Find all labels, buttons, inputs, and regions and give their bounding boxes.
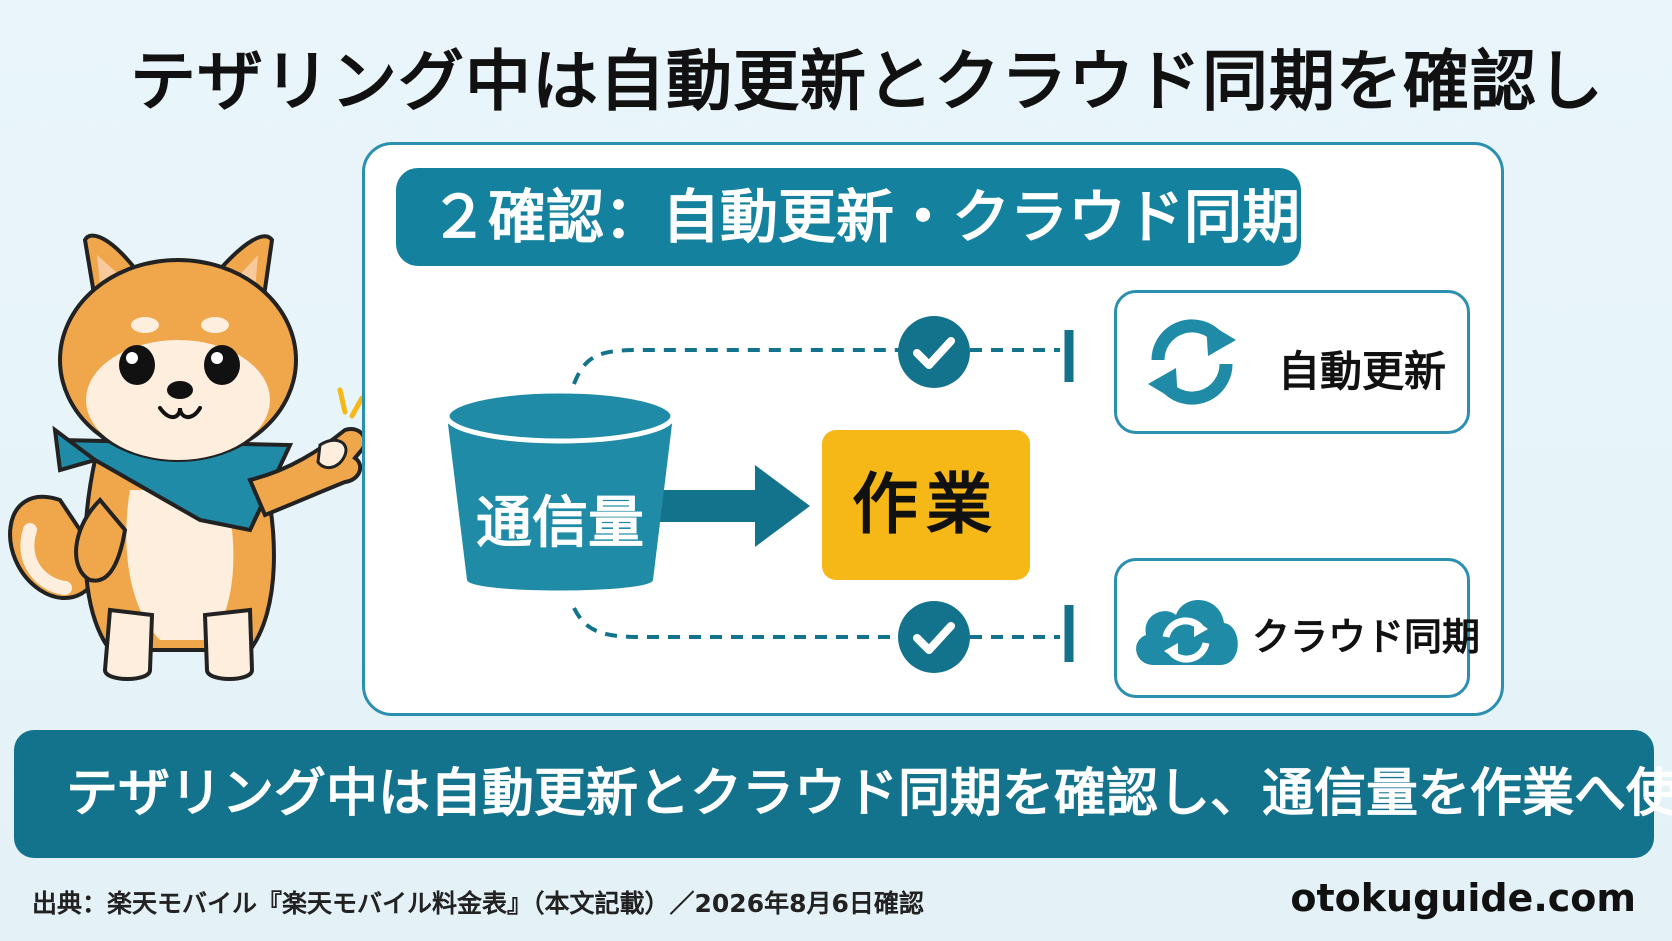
check-item-cloud-sync-label: クラウド同期 — [1252, 615, 1481, 659]
check-icon — [898, 601, 970, 673]
check-item-auto-update-label: 自動更新 — [1278, 347, 1447, 396]
check-icon — [898, 316, 970, 388]
step-label: ２確認：自動更新・クラウド同期 — [396, 168, 1301, 266]
source-node-label: 通信量 — [476, 491, 644, 556]
source-citation: 出典：楽天モバイル『楽天モバイル料金表』（本文記載）／2026年8月6日確認 — [32, 889, 924, 918]
site-url[interactable]: otokuguide.com — [1290, 876, 1636, 920]
cloud-sync-icon — [1136, 600, 1238, 665]
page-title: テザリング中は自動更新とクラウド同期を確認し — [130, 43, 1604, 120]
check-item-auto-update — [1114, 290, 1470, 434]
bucket-shape — [444, 388, 676, 591]
shiba-mascot-illustration — [8, 233, 367, 681]
target-node: 作業 — [822, 430, 1030, 580]
summary-banner: テザリング中は自動更新とクラウド同期を確認し、通信量を作業へ使う — [14, 730, 1672, 858]
sync-icon — [1148, 319, 1236, 405]
